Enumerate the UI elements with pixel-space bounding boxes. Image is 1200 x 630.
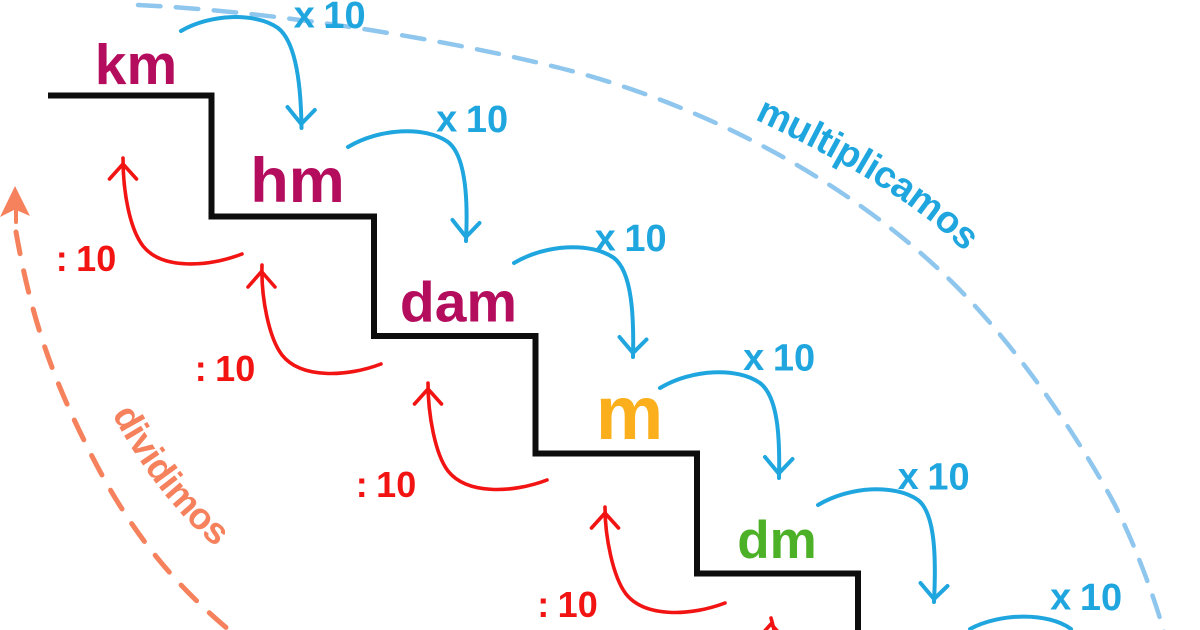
svg-text:x: x <box>743 337 764 379</box>
svg-text::: : <box>537 584 549 625</box>
svg-text:dm: dm <box>737 511 817 570</box>
svg-text:10: 10 <box>215 348 255 389</box>
svg-text:dividimos: dividimos <box>105 398 238 553</box>
svg-text::: : <box>195 348 207 389</box>
svg-text:10: 10 <box>558 584 598 625</box>
svg-text:10: 10 <box>624 218 666 260</box>
svg-text::: : <box>356 464 368 505</box>
svg-text:m: m <box>596 371 664 456</box>
svg-text:10: 10 <box>927 457 969 499</box>
svg-text:x: x <box>1050 577 1071 619</box>
svg-text:hm: hm <box>250 146 345 216</box>
svg-text:10: 10 <box>323 0 365 37</box>
svg-text:10: 10 <box>76 238 116 279</box>
svg-text:10: 10 <box>376 464 416 505</box>
svg-text:x: x <box>595 218 616 260</box>
svg-text:x: x <box>436 99 457 141</box>
svg-text:x: x <box>898 456 919 498</box>
svg-text:km: km <box>95 33 177 97</box>
svg-text:10: 10 <box>466 99 508 141</box>
svg-text:10: 10 <box>773 338 815 380</box>
svg-text:dam: dam <box>400 271 517 335</box>
svg-text::: : <box>56 238 68 279</box>
svg-text:multiplicamos: multiplicamos <box>750 89 987 258</box>
svg-text:x: x <box>294 0 315 37</box>
svg-text:10: 10 <box>1080 577 1122 619</box>
